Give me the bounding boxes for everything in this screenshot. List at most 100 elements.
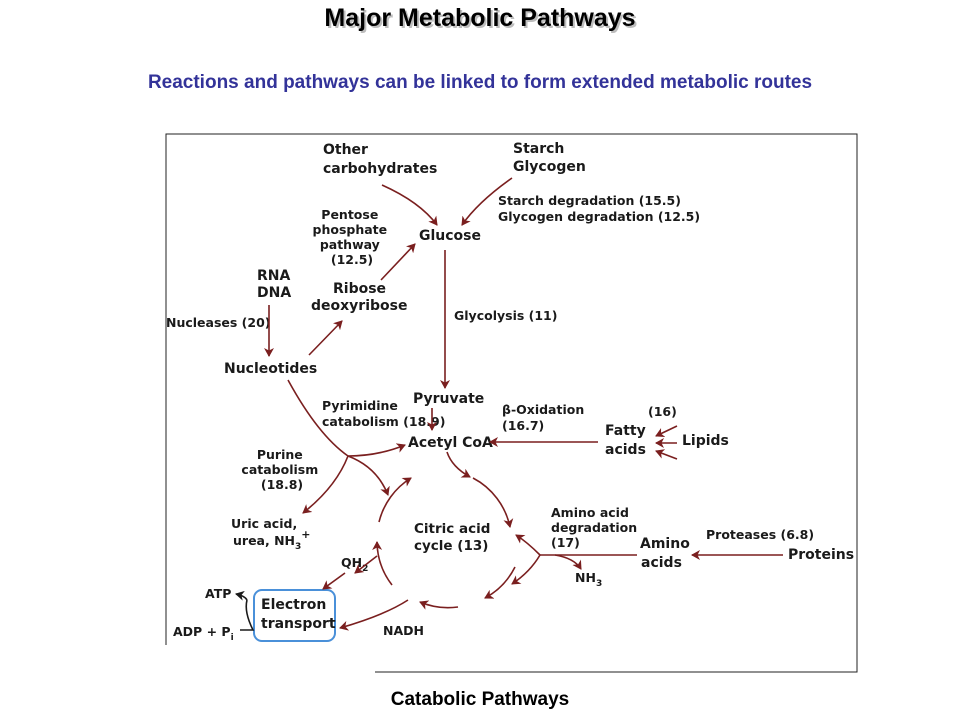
arrow-fork-to-uric (302, 455, 349, 514)
ribose-line: Ribose (333, 281, 386, 297)
arrow-fork-to-nh3 (554, 554, 582, 570)
beta-line-2: (16.7) (502, 418, 544, 433)
acids-line: acids (605, 442, 646, 458)
arrow-ribose-to-glucose (380, 243, 416, 281)
arrow-carbohydrates-to-glucose (381, 184, 438, 226)
arrow-electron-to-atp (235, 590, 248, 601)
arrow-fork-to-cycle-upper (515, 534, 541, 556)
page-subtitle: Reactions and pathways can be linked to … (147, 72, 813, 93)
adp-text: ADP + P (173, 624, 231, 639)
citric-line-2: cycle (13) (414, 538, 488, 554)
uric-line-1: Uric acid, (231, 516, 297, 531)
aad-line-1: Amino acid (551, 505, 629, 520)
aad-line-2: degradation (551, 520, 637, 535)
label-beta-oxidation: β-Oxidation (16.7) (502, 402, 589, 433)
arrow-nucleotides-to-ribose (308, 320, 343, 356)
label-pentose-phosphate: Pentose phosphate pathway (12.5) (313, 207, 392, 267)
electron-transport-box (253, 589, 336, 642)
pyrimidine-line-2: catabolism (18.9) (322, 414, 445, 429)
beta-line-1: β-Oxidation (502, 402, 584, 417)
node-citric-acid-cycle: Citric acid cycle (13) (414, 521, 495, 554)
node-acetyl-coa: Acetyl CoA (408, 435, 493, 451)
label-amino-acid-degradation: Amino acid degradation (17) (551, 505, 641, 550)
rna-line: RNA (257, 268, 290, 284)
pentose-line-1: Pentose (321, 207, 378, 222)
uric-nh3-sup: + (301, 528, 310, 541)
citric-line-1: Citric acid (414, 521, 490, 537)
arrow-nucleotides-to-fork (287, 379, 349, 457)
transport-line: transport (261, 616, 336, 632)
arrow-lipids-to-fatty-3 (655, 449, 678, 460)
page-title: Major Metabolic Pathways (324, 4, 636, 32)
amino-line: Amino (640, 536, 690, 552)
node-ribose-deoxyribose: Ribose deoxyribose (311, 281, 407, 314)
arrow-qh2-to-electron (322, 572, 346, 590)
cycle-arc-5 (378, 477, 412, 523)
glycogen-line: Glycogen (513, 159, 586, 175)
dna-line: DNA (257, 285, 291, 301)
arrow-fork-to-acetylcoa (347, 443, 406, 457)
label-starch-degradation: Starch degradation (15.5) Glycogen degra… (498, 193, 700, 224)
other-carb-line-1: Other (323, 142, 368, 158)
node-rna-dna: RNA DNA (257, 268, 295, 301)
qh-text: QH (341, 555, 362, 570)
label-purine-catabolism: Purine catabolism (18.8) (241, 447, 322, 492)
node-uric-acid-urea: Uric acid, urea, NH3+ (231, 516, 310, 552)
node-fatty-acids: Fatty acids (605, 423, 651, 458)
arrow-cycle-to-qh2 (354, 555, 378, 574)
arrow-lipids-to-fatty-1 (655, 425, 678, 438)
cycle-arc-4 (372, 541, 393, 586)
cycle-arc-3 (419, 600, 459, 610)
adp-sub: i (231, 633, 234, 643)
node-electron-transport: Electron transport (261, 597, 336, 632)
node-pyruvate: Pyruvate (413, 391, 484, 407)
figure-caption: Catabolic Pathways (390, 689, 570, 710)
figure-frame-notch (160, 645, 375, 675)
pentose-line-3: pathway (320, 237, 380, 252)
node-glucose: Glucose (419, 228, 481, 244)
arrow-fork-to-cycle-lower (511, 554, 541, 585)
node-nucleotides: Nucleotides (224, 361, 317, 377)
arrow-cycle-to-nadh (339, 599, 409, 631)
node-starch-glycogen: Starch Glycogen (513, 141, 586, 175)
node-adp-pi: ADP + Pi (173, 624, 234, 643)
node-lipids: Lipids (682, 433, 729, 449)
purine-line-1: Purine (257, 447, 303, 462)
label-pyrimidine-catabolism: Pyrimidine catabolism (18.9) (322, 398, 445, 429)
pyrimidine-line-1: Pyrimidine (322, 398, 398, 413)
qh-sub: 2 (362, 564, 368, 574)
node-amino-acids: Amino acids (640, 536, 695, 571)
pentose-line-4: (12.5) (331, 252, 373, 267)
fatty-line: Fatty (605, 423, 646, 439)
node-nadh: NADH (383, 623, 424, 638)
node-nh3: NH3 (575, 570, 602, 589)
glycogen-degradation-line: Glycogen degradation (12.5) (498, 209, 700, 224)
other-carb-line-2: carbohydrates (323, 161, 437, 177)
pentose-line-2: phosphate (313, 222, 388, 237)
amino-acids-line: acids (641, 555, 682, 571)
cycle-arc-2 (484, 566, 516, 599)
arrow-starch-to-glucose (461, 177, 513, 226)
uric-nh3-sub: 3 (295, 542, 301, 552)
arrow-adp-to-electron (240, 599, 255, 631)
label-glycolysis: Glycolysis (11) (454, 308, 557, 323)
cycle-arc-1 (472, 477, 514, 528)
deoxyribose-line: deoxyribose (311, 298, 407, 314)
node-proteins: Proteins (788, 547, 854, 563)
uric-line-2: urea, NH (233, 533, 295, 548)
label-sixteen: (16) (648, 404, 677, 419)
purine-line-3: (18.8) (261, 477, 303, 492)
nh3-text: NH (575, 570, 596, 585)
nh3-sub: 3 (596, 579, 602, 589)
label-nucleases: Nucleases (20) (166, 315, 271, 330)
aad-line-3: (17) (551, 535, 580, 550)
label-proteases: Proteases (6.8) (706, 527, 814, 542)
starch-line: Starch (513, 141, 564, 157)
starch-degradation-line: Starch degradation (15.5) (498, 193, 681, 208)
arrow-fork-to-citric (347, 455, 390, 496)
electron-line: Electron (261, 597, 326, 613)
node-other-carbohydrates: Other carbohydrates (323, 142, 437, 177)
purine-line-2: catabolism (241, 462, 318, 477)
node-atp: ATP (205, 586, 231, 601)
